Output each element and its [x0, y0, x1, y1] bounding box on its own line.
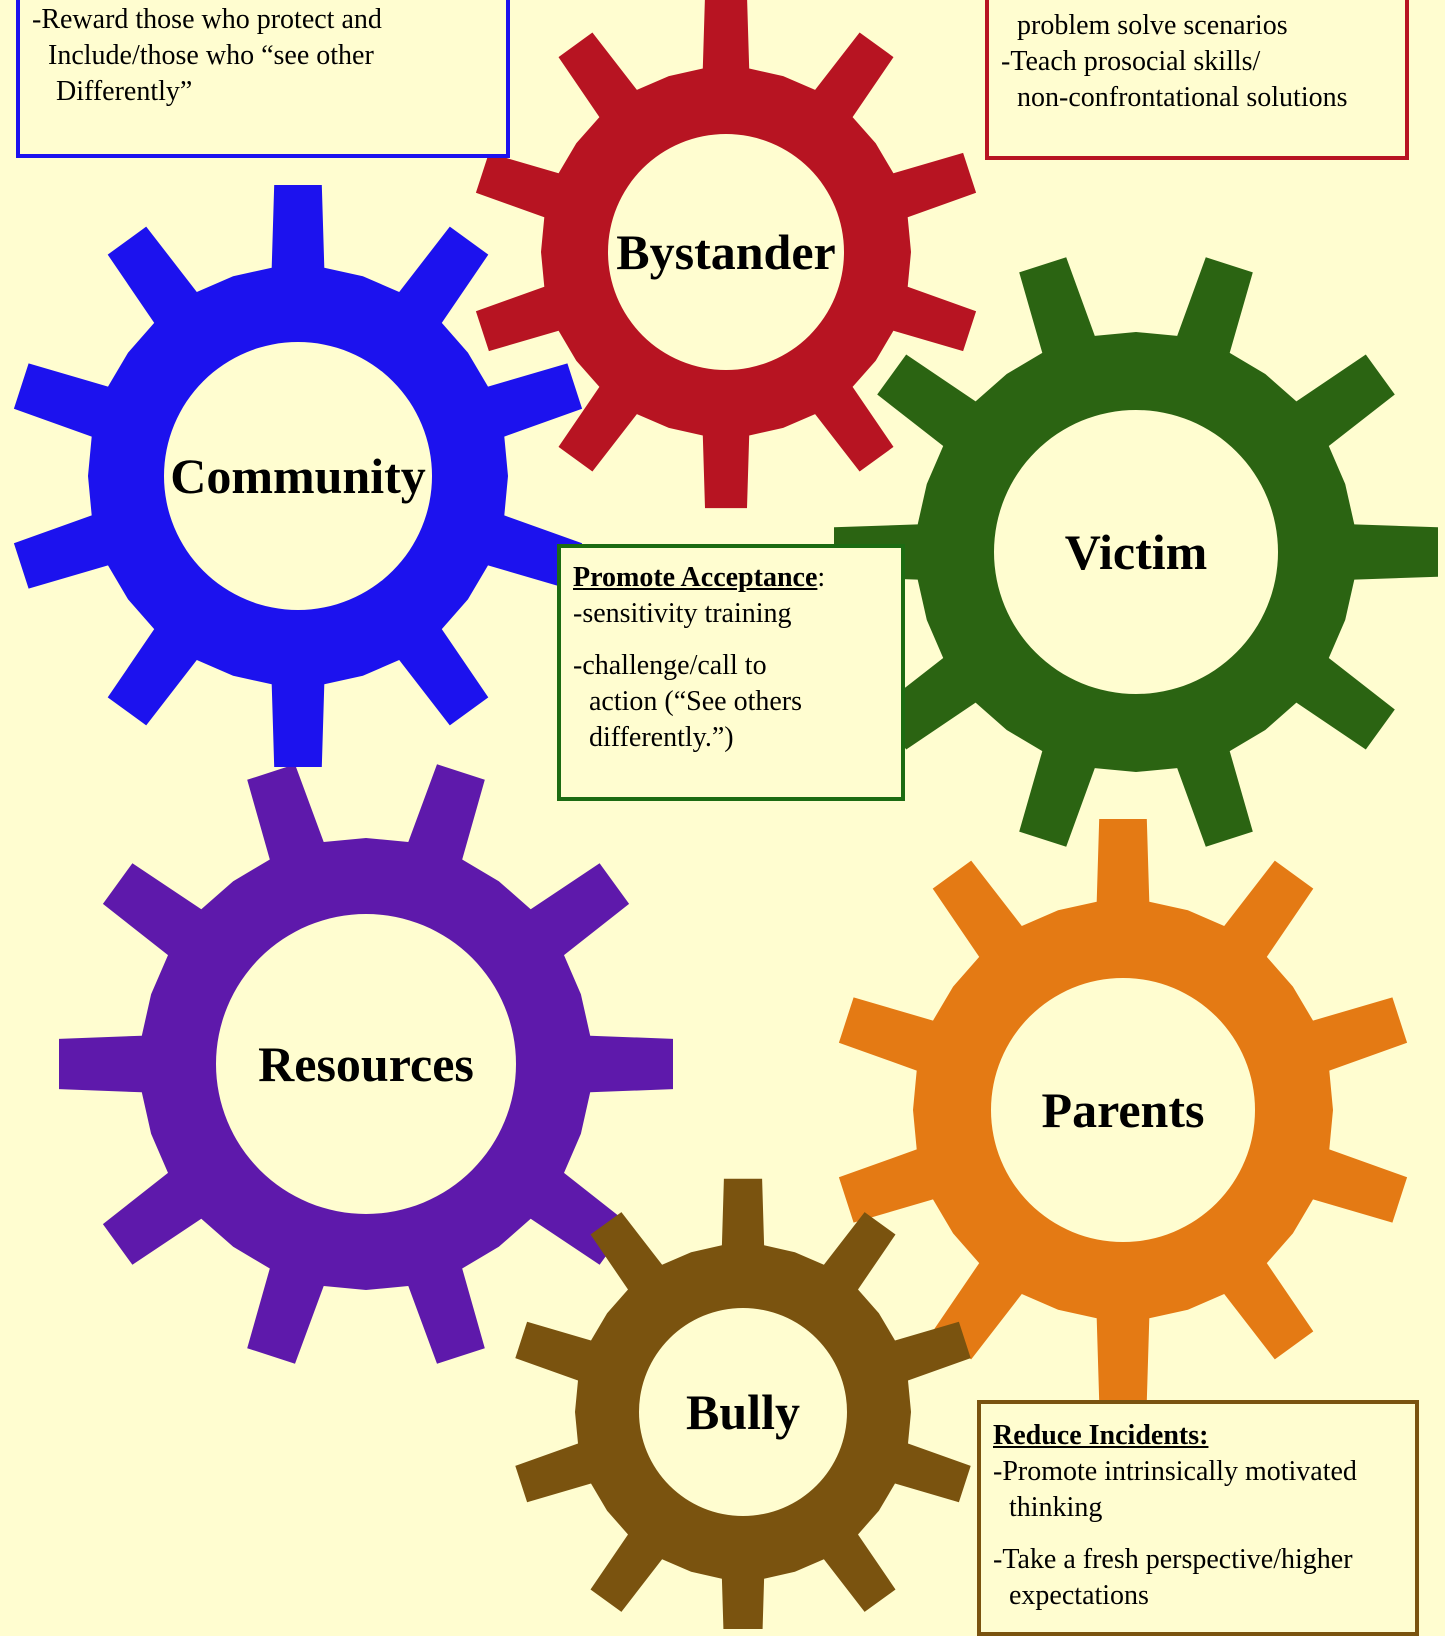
reduce-incidents-line: thinking: [1009, 1492, 1103, 1523]
promote-acceptance-line: differently.”): [589, 722, 734, 753]
bystander-note-line: -Teach prosocial skills/: [1001, 46, 1261, 77]
community-note-line: Include/those who “see other: [48, 40, 374, 71]
promote-acceptance-heading: Promote Acceptance: [573, 562, 818, 593]
reduce-incidents-box: Reduce Incidents: -Promote intrinsically…: [977, 1400, 1419, 1636]
community-gear: [13, 185, 583, 767]
gear-label-victim: Victim: [1064, 524, 1208, 580]
parents-gear: [838, 819, 1408, 1401]
gear-label-bystander: Bystander: [616, 224, 836, 280]
promote-acceptance-line: -sensitivity training: [573, 598, 792, 629]
promote-acceptance-line: -challenge/call to: [573, 650, 767, 681]
community-note-line: Differently”: [56, 76, 193, 107]
promote-acceptance-box: Promote Acceptance: -sensitivity trainin…: [557, 544, 905, 801]
community-note-box: -Reward those who protect and Include/th…: [16, 0, 510, 158]
reduce-incidents-heading: Reduce Incidents:: [993, 1420, 1209, 1451]
resources-gear: [59, 764, 673, 1364]
bully-gear: [515, 1178, 971, 1629]
bystander-gear: [475, 0, 977, 509]
reduce-incidents-line: -Promote intrinsically motivated: [993, 1456, 1357, 1487]
gear-label-bully: Bully: [686, 1384, 800, 1440]
reduce-incidents-line: -Take a fresh perspective/higher: [993, 1544, 1353, 1575]
promote-acceptance-line: action (“See others: [589, 686, 803, 717]
reduce-incidents-line: expectations: [1009, 1580, 1149, 1611]
gear-label-community: Community: [170, 448, 426, 504]
bystander-note-box: problem solve scenarios -Teach prosocial…: [985, 0, 1409, 160]
gear-label-parents: Parents: [1041, 1082, 1205, 1138]
community-note-line: -Reward those who protect and: [32, 4, 382, 35]
victim-gear: [834, 257, 1438, 847]
gear-label-resources: Resources: [258, 1036, 474, 1092]
bystander-note-line: problem solve scenarios: [1017, 10, 1288, 41]
promote-acceptance-title: Promote Acceptance:: [573, 560, 901, 596]
promote-acceptance-colon: :: [817, 562, 826, 593]
bystander-note-line: non-confrontational solutions: [1017, 82, 1348, 113]
